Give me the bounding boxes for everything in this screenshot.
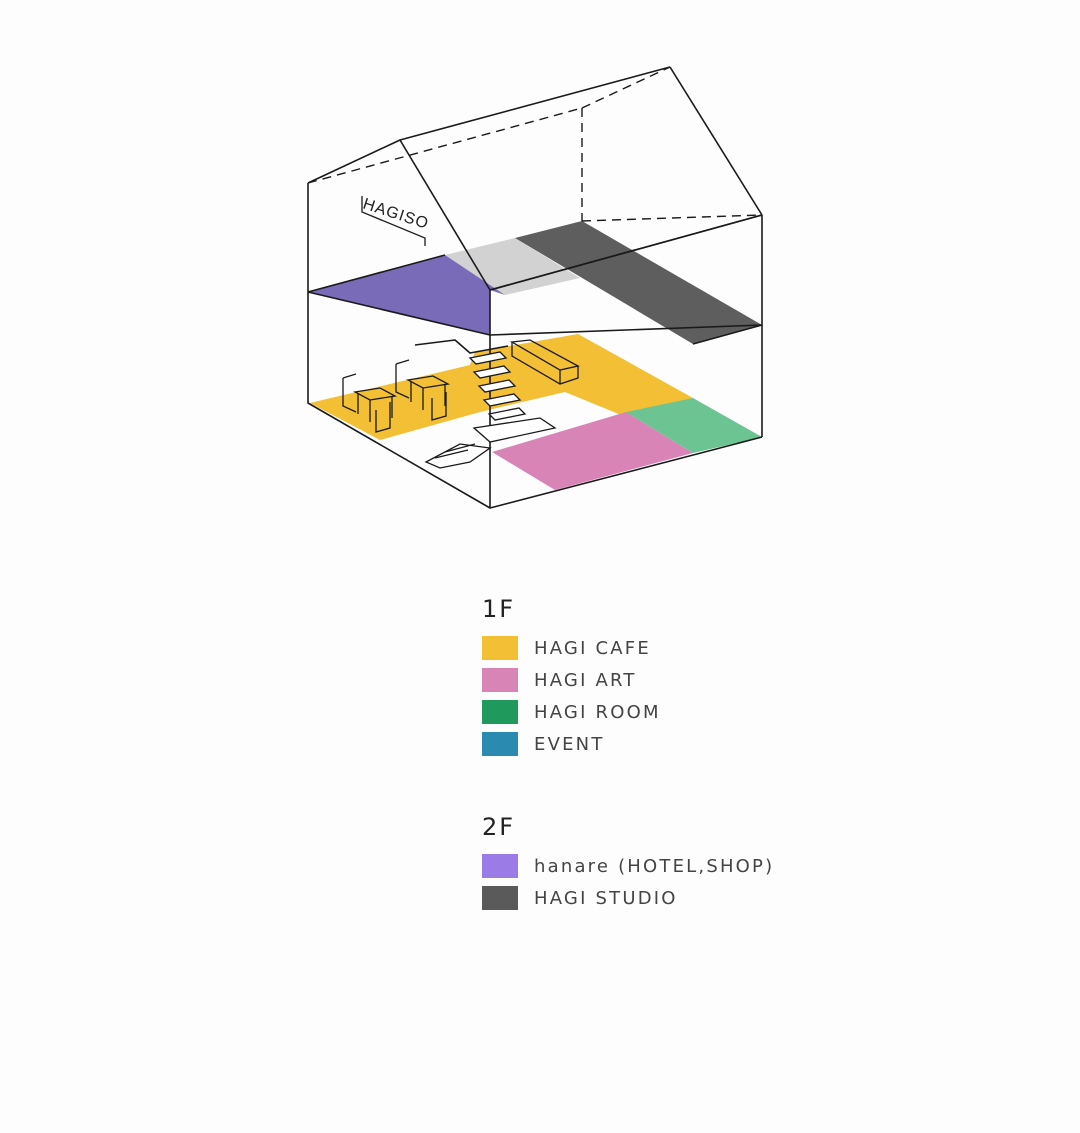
legend-label-event: EVENT xyxy=(534,733,605,755)
first-floor-art-area xyxy=(492,412,693,490)
second-floor-hanare-area xyxy=(310,255,505,335)
legend-label-hanare: hanare (HOTEL,SHOP) xyxy=(534,855,775,877)
legend-label-hagi-cafe: HAGI CAFE xyxy=(534,637,651,659)
tables-chairs-icon xyxy=(342,359,451,433)
legend-item-hagi-cafe: HAGI CAFE xyxy=(482,632,661,664)
house-wireframe xyxy=(307,66,763,509)
hagiso-sign: HAGISO xyxy=(361,196,431,246)
legend-group-2f: 2F hanare (HOTEL,SHOP) HAGI STUDIO xyxy=(482,812,774,914)
second-floor-studio-area xyxy=(515,221,762,344)
floor-title-2f: 2F xyxy=(482,813,516,841)
legend-group-1f: 1F HAGI CAFE HAGI ART HAGI ROOM EVENT xyxy=(482,594,661,760)
swatch-hanare xyxy=(482,854,518,878)
hidden-edges xyxy=(307,66,763,222)
legend-item-hagi-room: HAGI ROOM xyxy=(482,696,661,728)
counter-icon xyxy=(509,339,580,385)
swatch-hagi-studio xyxy=(482,886,518,910)
hagiso-sign-text: HAGISO xyxy=(361,196,431,233)
first-floor-room-area xyxy=(626,398,762,453)
legend-label-hagi-studio: HAGI STUDIO xyxy=(534,887,678,909)
second-floor-void-area xyxy=(445,238,580,295)
legend-item-hanare: hanare (HOTEL,SHOP) xyxy=(482,850,774,882)
staircase-icon xyxy=(468,351,527,421)
floor-title-1f: 1F xyxy=(482,595,516,623)
legend-label-hagi-art: HAGI ART xyxy=(534,669,637,691)
legend-item-event: EVENT xyxy=(482,728,661,760)
swatch-hagi-room xyxy=(482,700,518,724)
swatch-hagi-cafe xyxy=(482,636,518,660)
house-isometric-diagram: HAGISO xyxy=(307,66,763,509)
swatch-hagi-art xyxy=(482,668,518,692)
swatch-event xyxy=(482,732,518,756)
legend-item-hagi-studio: HAGI STUDIO xyxy=(482,882,774,914)
legend-label-hagi-room: HAGI ROOM xyxy=(534,701,661,723)
entry-steps-icon xyxy=(424,417,557,469)
legend-item-hagi-art: HAGI ART xyxy=(482,664,661,696)
